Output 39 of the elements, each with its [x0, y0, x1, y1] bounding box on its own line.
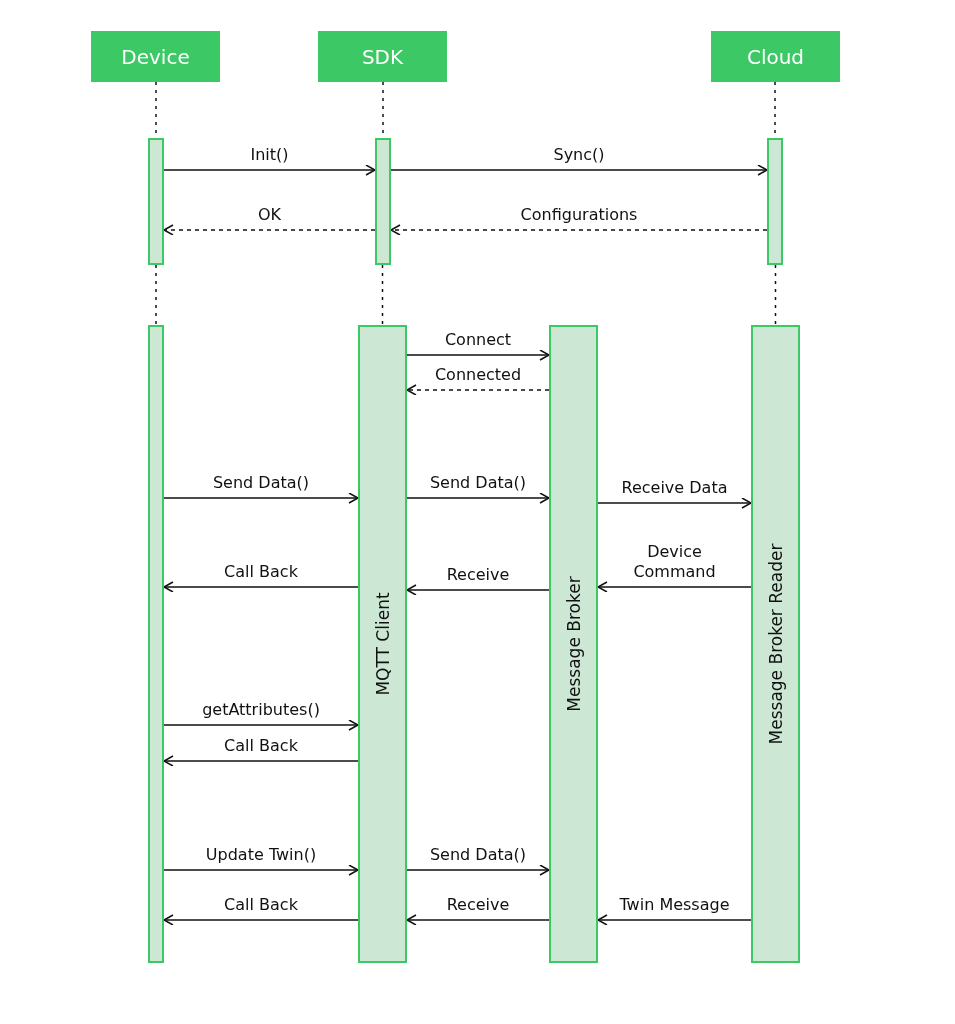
message-arrow — [163, 864, 359, 876]
message-arrow — [597, 914, 752, 926]
edge-label: Sync() — [551, 145, 607, 165]
activation-bar — [358, 325, 407, 963]
message-arrow — [390, 164, 768, 176]
message-arrow — [163, 492, 359, 504]
message-arrow — [597, 581, 752, 593]
activation-bar — [767, 138, 783, 265]
return-arrow — [163, 224, 376, 236]
lifeline-header: Device — [91, 31, 220, 82]
edge-label: Twin Message — [617, 895, 732, 915]
message-arrow — [406, 584, 550, 596]
bar-label: MQTT Client — [372, 592, 393, 696]
bar-label: Message Broker — [563, 576, 584, 712]
return-arrow — [406, 384, 550, 396]
message-arrow — [163, 164, 376, 176]
message-arrow — [406, 349, 550, 361]
lifeline — [155, 264, 157, 326]
message-arrow — [163, 755, 359, 767]
message-arrow — [163, 581, 359, 593]
lifeline-header: SDK — [318, 31, 447, 82]
message-arrow — [406, 492, 550, 504]
activation-bar — [549, 325, 598, 963]
activation-bar — [375, 138, 391, 265]
lifeline — [381, 264, 384, 326]
return-arrow — [390, 224, 768, 236]
message-arrow — [163, 914, 359, 926]
edge-label: getAttributes() — [200, 700, 322, 720]
activation-bar — [148, 138, 164, 265]
message-arrow — [406, 864, 550, 876]
lifeline — [774, 264, 777, 326]
edge-label: Configurations — [518, 205, 640, 225]
message-arrow — [406, 914, 550, 926]
activation-bar — [751, 325, 800, 963]
activation-bar — [148, 325, 164, 963]
message-arrow — [597, 497, 752, 509]
lifeline-header: Cloud — [711, 31, 840, 82]
bar-label: Message Broker Reader — [765, 543, 786, 745]
message-arrow — [163, 719, 359, 731]
